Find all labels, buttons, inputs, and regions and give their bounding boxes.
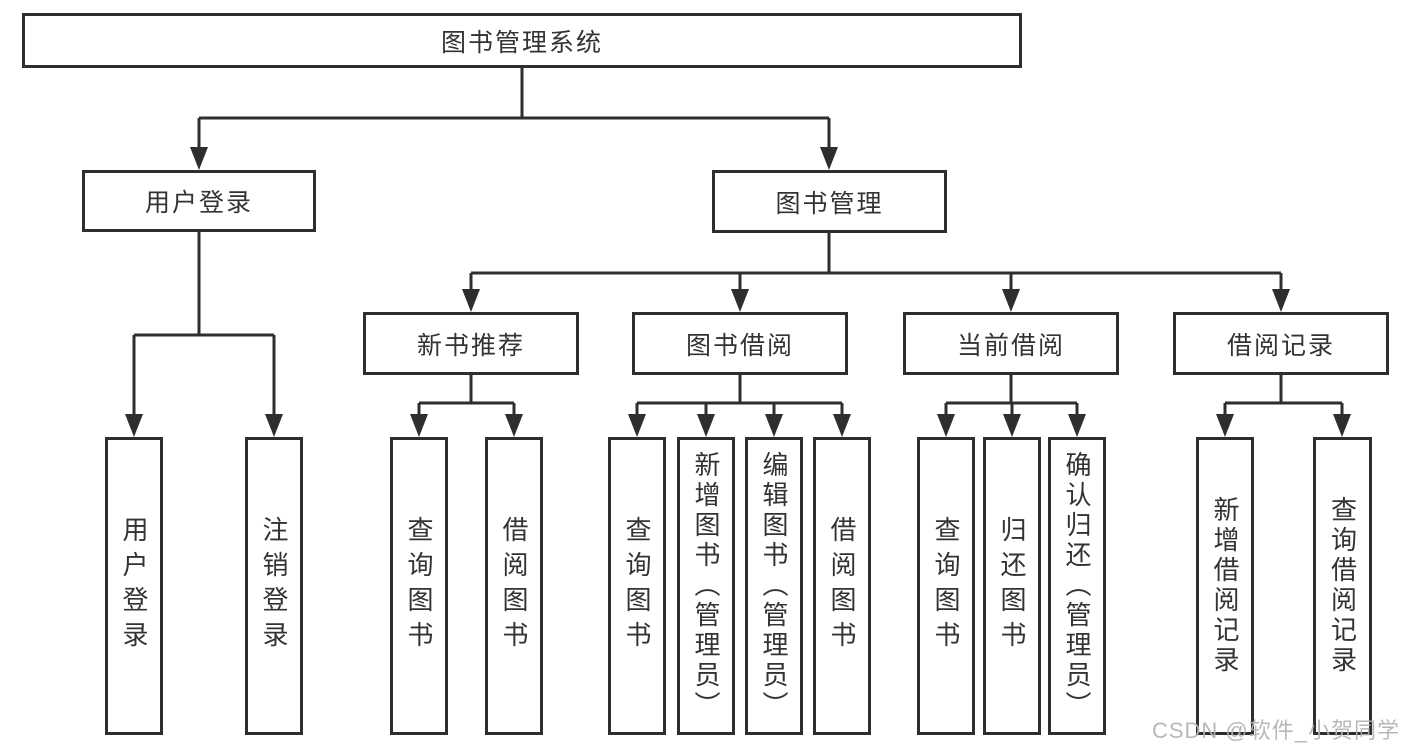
leaf-borrow-books-borrowing: 借阅图书: [813, 437, 871, 735]
leaf-add-borrow-record: 新增借阅记录: [1196, 437, 1254, 735]
node-label: 查询图书: [404, 516, 434, 656]
node-current-borrowing: 当前借阅: [903, 312, 1119, 375]
node-label: 确认归还（管理员）: [1062, 451, 1092, 721]
node-borrowing-records: 借阅记录: [1173, 312, 1389, 375]
node-label: 用户登录: [119, 516, 149, 656]
node-book-borrowing: 图书借阅: [632, 312, 848, 375]
node-label: 图书管理: [775, 189, 884, 218]
arrowhead-icon: [125, 414, 143, 437]
arrowhead-icon: [265, 414, 283, 437]
node-label: 查询图书: [931, 516, 961, 656]
csdn-watermark: CSDN @软件_小贺同学: [1151, 718, 1400, 743]
arrowhead-icon: [731, 289, 749, 312]
leaf-user-login: 用户登录: [105, 437, 163, 735]
arrowhead-icon: [833, 414, 851, 437]
node-label: 归还图书: [997, 516, 1027, 656]
leaf-edit-book-admin: 编辑图书（管理员）: [745, 437, 803, 735]
node-label: 新书推荐: [416, 331, 525, 360]
arrowhead-icon: [190, 147, 208, 170]
connector-path: [132, 68, 1344, 420]
node-label: 图书管理系统: [440, 28, 603, 57]
arrowhead-icon: [462, 289, 480, 312]
node-label: 当前借阅: [956, 331, 1065, 360]
node-label: 新增借阅记录: [1210, 496, 1240, 676]
arrowhead-icon: [628, 414, 646, 437]
node-new-book-recommendation: 新书推荐: [363, 312, 579, 375]
node-label: 编辑图书（管理员）: [759, 451, 789, 721]
node-book-management: 图书管理: [712, 170, 947, 233]
arrowhead-icon: [410, 414, 428, 437]
arrowhead-icon: [765, 414, 783, 437]
node-label: 查询借阅记录: [1327, 496, 1358, 676]
leaf-add-book-admin: 新增图书（管理员）: [677, 437, 735, 735]
arrowhead-icon: [1002, 289, 1020, 312]
arrowhead-icon: [820, 147, 838, 170]
leaf-query-books-recommend: 查询图书: [390, 437, 448, 735]
node-label: 注销登录: [259, 516, 289, 656]
leaf-query-books-current: 查询图书: [917, 437, 975, 735]
arrowhead-icon: [697, 414, 715, 437]
leaf-borrow-books-recommend: 借阅图书: [485, 437, 543, 735]
node-label: 新增图书（管理员）: [691, 451, 721, 721]
leaf-query-borrow-record: 查询借阅记录: [1313, 437, 1372, 735]
node-label: 查询图书: [622, 516, 652, 656]
leaf-logout: 注销登录: [245, 437, 303, 735]
node-user-login: 用户登录: [82, 170, 316, 232]
arrowhead-icon: [1333, 414, 1351, 437]
node-label: 借阅图书: [499, 516, 529, 656]
node-library-management-system: 图书管理系统: [22, 13, 1022, 68]
arrowheads: [125, 147, 1351, 437]
arrowhead-icon: [1003, 414, 1021, 437]
node-label: 图书借阅: [685, 331, 794, 360]
node-label: 用户登录: [144, 189, 253, 217]
arrowhead-icon: [505, 414, 523, 437]
leaf-query-books-borrowing: 查询图书: [608, 437, 666, 735]
node-label: 借阅记录: [1226, 331, 1335, 360]
arrowhead-icon: [937, 414, 955, 437]
arrowhead-icon: [1216, 414, 1234, 437]
leaf-return-books: 归还图书: [983, 437, 1041, 735]
arrowhead-icon: [1272, 289, 1290, 312]
node-label: 借阅图书: [827, 516, 857, 656]
arrowhead-icon: [1068, 414, 1086, 437]
leaf-confirm-return-admin: 确认归还（管理员）: [1048, 437, 1106, 735]
